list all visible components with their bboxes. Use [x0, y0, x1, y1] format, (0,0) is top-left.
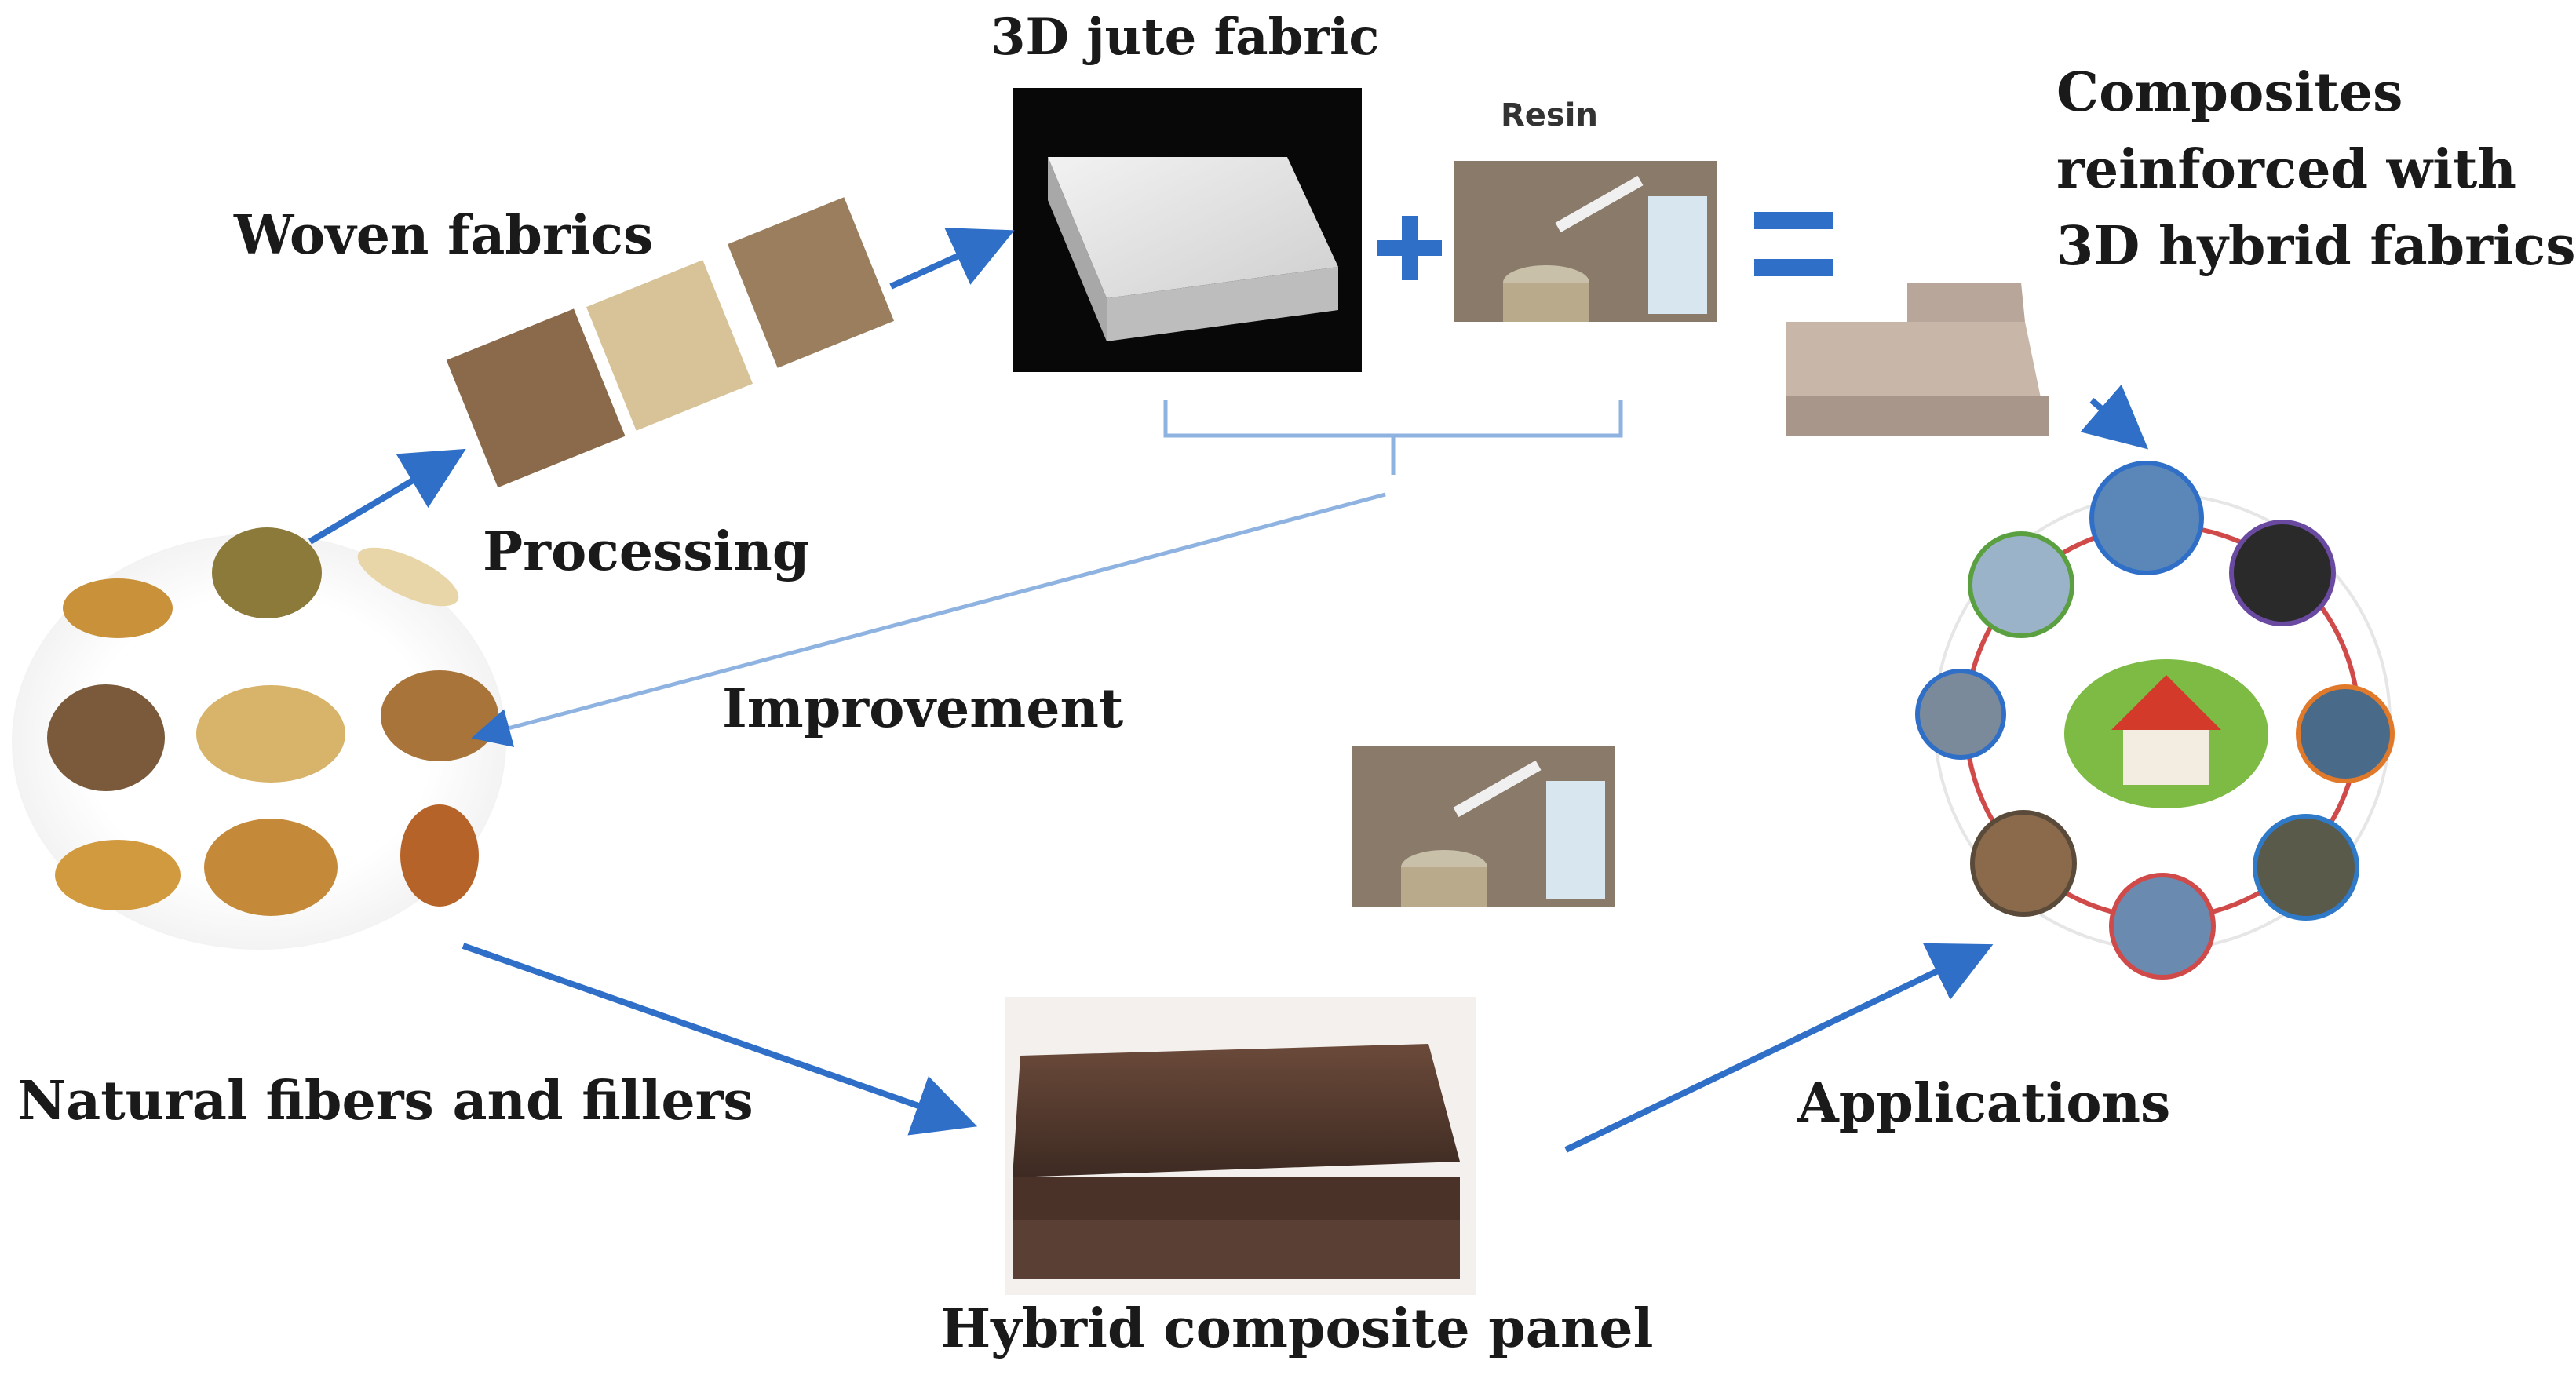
arrow-fibers-to-woven — [308, 448, 466, 545]
fiber-sample — [381, 670, 498, 761]
applications-label: Applications — [1797, 1072, 2171, 1135]
application-thumb — [1968, 531, 2074, 638]
equals-sign — [1754, 259, 1833, 276]
house-icon — [2111, 675, 2221, 730]
equals-sign — [1754, 212, 1833, 229]
improvement-line — [471, 492, 1386, 747]
woven-swatch — [586, 260, 753, 431]
hybrid-panel-label: Hybrid composite panel — [940, 1297, 1654, 1360]
woven-fabrics-images — [446, 197, 895, 488]
fiber-sample — [212, 527, 322, 618]
resin-image — [1454, 161, 1717, 322]
application-thumb — [2253, 814, 2359, 921]
application-thumb — [1970, 810, 2077, 917]
resin-label: Resin — [1501, 97, 1598, 133]
jute-fabric-image — [1013, 88, 1362, 372]
fiber-sample — [63, 578, 173, 638]
woven-fabrics-label: Woven fabrics — [234, 204, 654, 267]
improvement-bracket — [1163, 400, 1623, 475]
fiber-sample — [47, 684, 165, 791]
application-thumb — [2089, 461, 2204, 575]
application-thumb — [1915, 669, 2006, 760]
jute-fabric-label: 3D jute fabric — [991, 8, 1380, 67]
composite-block-image — [1786, 283, 2049, 436]
natural-fibers-image — [12, 527, 506, 950]
improvement-label: Improvement — [722, 677, 1124, 740]
fiber-sample — [204, 819, 338, 916]
arrow-panel-to-applications — [1564, 943, 1994, 1153]
arrow-woven-to-jute — [889, 228, 1015, 290]
processing-label: Processing — [483, 520, 810, 583]
applications-wheel — [1915, 461, 2395, 980]
woven-swatch — [727, 197, 895, 368]
composites-label-line2: reinforced with — [2056, 138, 2516, 201]
fiber-sample — [196, 685, 345, 783]
application-thumb — [2109, 873, 2216, 980]
house-icon — [2123, 730, 2209, 785]
woven-swatch — [446, 308, 626, 488]
application-thumb — [2296, 684, 2395, 783]
fiber-sample — [357, 547, 459, 607]
composites-label-line1: Composites — [2056, 61, 2403, 124]
hybrid-panel-image — [1005, 997, 1476, 1295]
natural-fibers-label: Natural fibers and fillers — [17, 1070, 753, 1133]
fiber-sample — [400, 804, 479, 907]
composites-label-line3: 3D hybrid fabrics — [2056, 215, 2576, 278]
fiber-sample — [55, 840, 181, 910]
resin-image-middle — [1352, 746, 1615, 907]
application-thumb — [2229, 520, 2336, 626]
arrow-composite-to-applications — [2080, 384, 2149, 450]
arrow-fibers-to-panel — [462, 943, 978, 1136]
plus-sign — [1402, 216, 1418, 280]
